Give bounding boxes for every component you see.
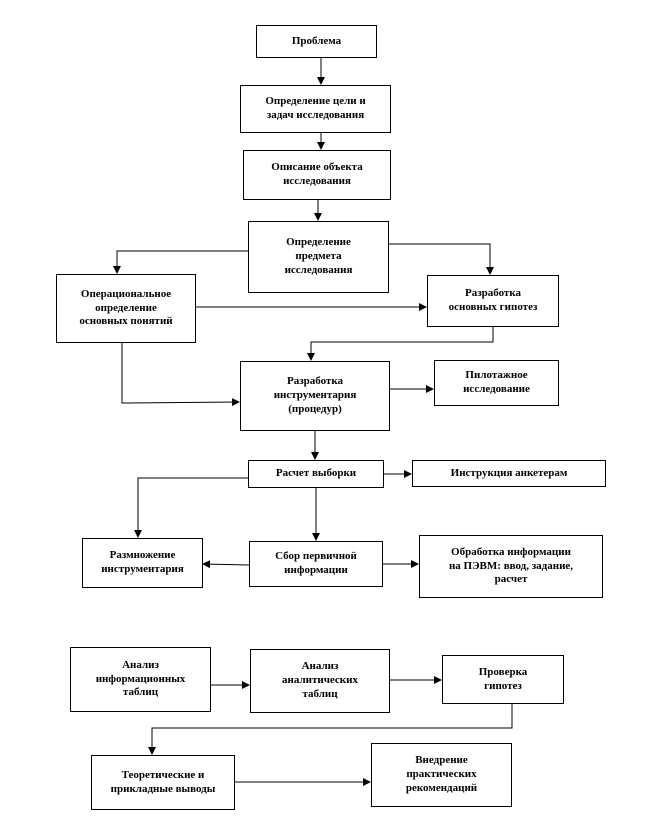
node-recommendations: Внедрение практических рекомендаций: [371, 743, 512, 807]
node-hypotheses: Разработка основных гипотез: [427, 275, 559, 327]
node-analytic-tables: Анализ аналитических таблиц: [250, 649, 390, 713]
node-duplication: Размножение инструментария: [82, 538, 203, 588]
arrow-collection-duplication: [202, 560, 250, 569]
node-object: Описание объекта исследования: [243, 150, 391, 200]
arrow-operational-instruments: [121, 343, 240, 407]
node-check-hypotheses: Проверка гипотез: [442, 655, 564, 704]
node-processing: Обработка информации на ПЭВМ: ввод, зада…: [419, 535, 603, 598]
node-interviewers: Инструкция анкетерам: [412, 460, 606, 487]
arrow-check-conclusions: [148, 704, 513, 755]
node-info-tables: Анализ информационных таблиц: [70, 647, 211, 712]
node-goals: Определение цели и задач исследования: [240, 85, 391, 133]
node-collection: Сбор первичной информации: [249, 541, 383, 587]
node-subject: Определение предмета исследования: [248, 221, 389, 293]
node-sample: Расчет выборки: [248, 460, 384, 488]
node-problem: Проблема: [256, 25, 377, 58]
arrow-subject-operational: [113, 250, 248, 274]
node-instruments: Разработка инструментария (процедур): [240, 361, 390, 431]
arrow-hypotheses-instruments: [307, 327, 494, 361]
node-conclusions: Теоретические и прикладные выводы: [91, 755, 235, 810]
node-operational: Операциональное определение основных пон…: [56, 274, 196, 343]
arrow-subject-hypotheses: [389, 243, 494, 275]
arrow-sample-duplication: [134, 477, 248, 538]
node-pilot: Пилотажное исследование: [434, 360, 559, 406]
